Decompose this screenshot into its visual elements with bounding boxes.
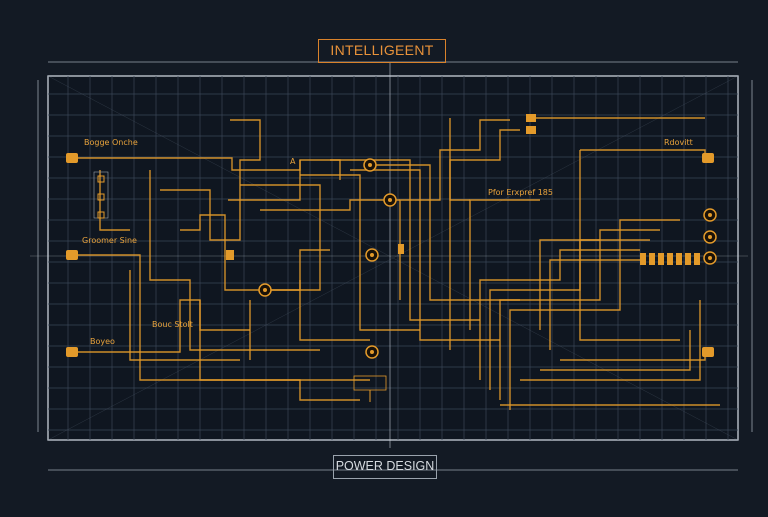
wire-trace [240, 184, 321, 291]
resistor [640, 253, 646, 265]
label-top-left: Bogge Onche [84, 138, 138, 147]
component-node-core [368, 163, 372, 167]
component-node-core [708, 213, 712, 217]
terminal-connector [66, 250, 78, 260]
ic-marker [226, 250, 234, 260]
wire-trace [300, 174, 420, 331]
resistor [649, 253, 655, 265]
resistor [694, 253, 700, 265]
wire-trace [540, 330, 691, 371]
label-low-left: Boyeo [90, 337, 115, 346]
terminal-connector [702, 347, 714, 357]
resistor [676, 253, 682, 265]
wire-trace [449, 118, 470, 201]
component-node-core [263, 288, 267, 292]
label-mid-left: Groomer Sine [82, 236, 137, 245]
component-node-core [388, 198, 392, 202]
component-node-core [708, 235, 712, 239]
wire-trace [509, 219, 680, 410]
label-top-right: Rdovitt [664, 138, 693, 147]
wire-trace [299, 280, 370, 341]
wire-trace [129, 270, 240, 361]
component-node-core [708, 256, 712, 260]
terminal-connector [702, 153, 714, 163]
terminal-connector [66, 153, 78, 163]
wire-trace [539, 239, 600, 330]
ic-marker [526, 126, 536, 134]
wire-trace [228, 159, 341, 201]
symbol-mark [97, 175, 105, 183]
wire-trace [260, 199, 400, 211]
wire-trace [549, 259, 640, 350]
wire-trace [449, 129, 520, 350]
wire-trace [350, 169, 500, 341]
wire-trace [399, 119, 510, 300]
wire-trace [149, 170, 320, 351]
component-node-core [370, 350, 374, 354]
component-node-core [370, 253, 374, 257]
wire-trace [199, 300, 250, 331]
wire-trace [370, 164, 520, 301]
label-center-top: A [290, 157, 296, 166]
resistor [658, 253, 664, 265]
diagram-title: INTELLIGEENT [318, 39, 446, 63]
symbol-mark [97, 193, 105, 201]
label-left-block: Bouc Stolt [152, 320, 193, 329]
ic-marker [398, 244, 404, 254]
wire-trace [479, 249, 640, 380]
wire-trace [520, 300, 701, 381]
symbol-mark [97, 211, 105, 219]
diagram-caption: POWER DESIGN [333, 455, 437, 479]
resistor [667, 253, 673, 265]
wire-trace [99, 170, 130, 231]
wire-trace [180, 214, 330, 291]
terminal-connector [66, 347, 78, 357]
ic-marker [526, 114, 536, 122]
wire-trace [579, 150, 680, 341]
resistor [685, 253, 691, 265]
label-center-mid: Pfor Erxpref 185 [488, 188, 553, 197]
